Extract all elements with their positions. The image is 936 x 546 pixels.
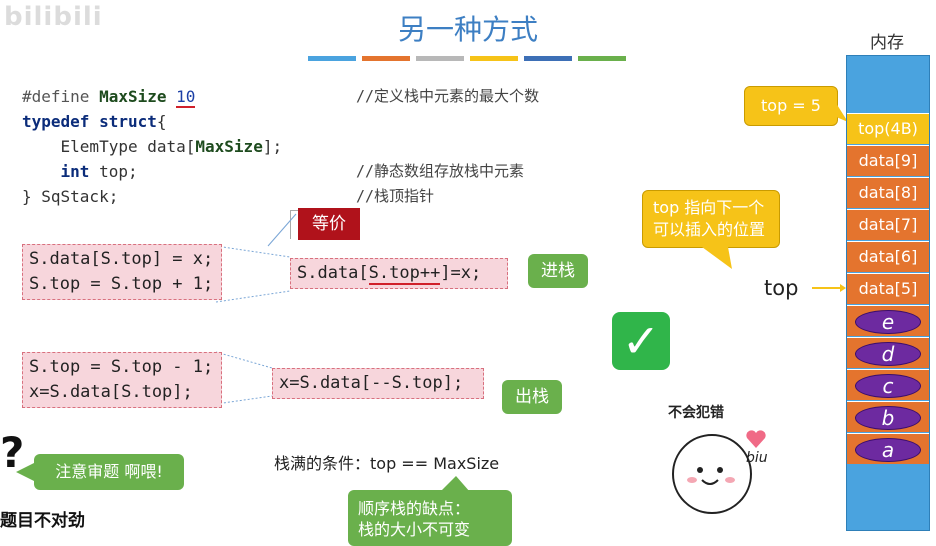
memory-cell-filled: d — [847, 337, 929, 368]
notice-callout: 注意审题 啊喂! — [34, 454, 184, 490]
comment-2: //静态数组存放栈中元素 — [356, 162, 525, 180]
code-top: top; — [89, 162, 138, 181]
push-short-mid: S.top++ — [368, 263, 441, 285]
pop-short-code: x=S.data[--S.top]; — [272, 368, 484, 399]
code-end: ]; — [262, 137, 283, 156]
defect-tail — [440, 476, 470, 492]
push-short-code: S.data[S.top++]=x; — [290, 258, 508, 289]
stack-full-condition: 栈满的条件：top == MaxSize — [274, 454, 500, 473]
push-short-prefix: S.data[ — [297, 263, 369, 283]
pop-long-code: S.top = S.top - 1; x=S.data[S.top]; — [22, 352, 222, 408]
code-block: #define MaxSize 10 typedef struct{ ElemT… — [22, 84, 282, 209]
notice-tail — [16, 462, 36, 482]
comment-3: //栈顶指针 — [356, 187, 435, 205]
memory-cell-top: top(4B) — [847, 113, 929, 144]
memory-cell: data[6] — [847, 241, 929, 272]
pop-label: 出栈 — [502, 380, 562, 414]
wrong-question-caption: 题目不对劲 — [0, 511, 85, 531]
pop-line-1: S.top = S.top - 1; — [29, 357, 214, 377]
smiley-features — [687, 467, 735, 485]
accent-bar — [416, 56, 464, 61]
memory-cell-filled: a — [847, 433, 929, 464]
top-pointer-label: top — [764, 276, 799, 300]
code-elemtype: ElemType data[ — [60, 137, 196, 156]
code-brace: { — [156, 112, 167, 131]
sticker-caption: 不会犯错 — [668, 405, 724, 421]
pop-line-2: x=S.data[S.top]; — [29, 382, 193, 402]
stack-element: e — [855, 310, 921, 334]
accent-bar — [362, 56, 410, 61]
accent-bar — [578, 56, 626, 61]
accent-bar — [470, 56, 518, 61]
memory-cell: data[5] — [847, 273, 929, 304]
code-macro: MaxSize — [99, 87, 167, 106]
question-mark-icon: ? — [0, 428, 25, 477]
code-comments: //定义栈中元素的最大个数 //静态数组存放栈中元素 //栈顶指针 — [356, 84, 539, 209]
comment-1: //定义栈中元素的最大个数 — [356, 87, 540, 105]
stack-element: b — [855, 406, 921, 430]
memory-cell: data[9] — [847, 145, 929, 176]
push-line-1: S.data[S.top] = x; — [29, 249, 214, 269]
check-icon: ✓ — [612, 312, 670, 370]
code-typedef: typedef struct — [22, 112, 157, 131]
code-sqstack: } SqStack; — [22, 187, 119, 206]
callout-top5: top = 5 — [744, 86, 838, 126]
code-int: int — [60, 162, 90, 181]
sticker-biu: biu — [746, 450, 768, 466]
defect-callout: 顺序栈的缺点： 栈的大小不可变 — [348, 490, 512, 546]
watermark: bilibili — [4, 2, 103, 32]
slide-title: 另一种方式 — [397, 13, 538, 46]
stack-element: c — [855, 374, 921, 398]
memory-cell-filled: e — [847, 305, 929, 336]
push-short-suffix: ]=x; — [440, 263, 482, 283]
accent-bar — [524, 56, 572, 61]
smiley-face-icon — [672, 434, 752, 514]
code-value: 10 — [176, 87, 196, 108]
heart-icon — [746, 430, 766, 448]
memory-label: 内存 — [870, 33, 904, 53]
push-long-code: S.data[S.top] = x; S.top = S.top + 1; — [22, 244, 222, 300]
equiv-label: 等价 — [298, 208, 360, 240]
push-line-2: S.top = S.top + 1; — [29, 274, 214, 294]
code-directive: #define — [22, 87, 90, 106]
stack-element: a — [855, 438, 921, 462]
push-label: 进栈 — [528, 254, 588, 288]
memory-cell-filled: c — [847, 369, 929, 400]
callout-top5-tail — [834, 100, 848, 122]
memory-cell-filled: b — [847, 401, 929, 432]
equiv-frame — [290, 210, 299, 239]
callout-next-slot: top 指向下一个 可以插入的位置 — [642, 190, 780, 248]
memory-cell: data[8] — [847, 177, 929, 208]
accent-bars — [308, 56, 626, 61]
accent-bar — [308, 56, 356, 61]
stack-element: d — [855, 342, 921, 366]
code-macro-2: MaxSize — [195, 137, 263, 156]
callout-next-tail — [702, 247, 732, 269]
memory-column: top(4B)data[9]data[8]data[7]data[6]data[… — [846, 55, 930, 531]
memory-cell: data[7] — [847, 209, 929, 240]
